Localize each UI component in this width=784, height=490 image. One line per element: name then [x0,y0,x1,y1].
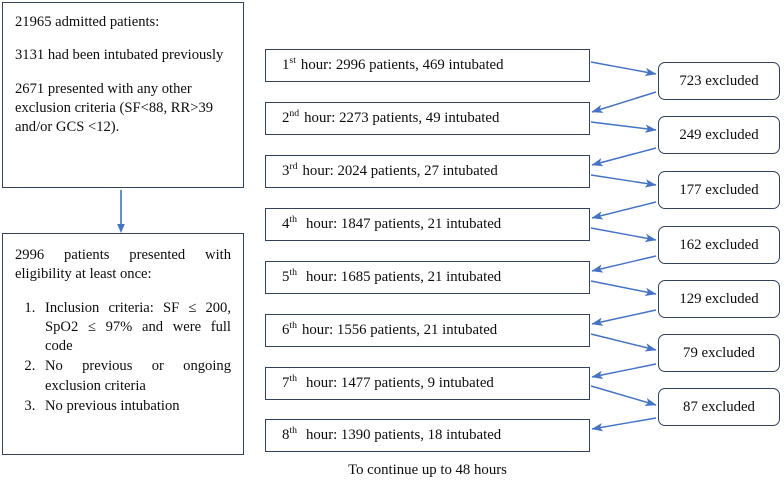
excluded-box-1: 723 excluded [658,62,780,100]
arrow-hour4-to-excluded4 [590,227,657,243]
arrow-excluded6-to-hour7 [591,363,657,379]
arrow-excluded2-to-hour3 [591,147,657,167]
hour-ordinal-6: 6th [282,320,297,338]
arrow-excluded5-to-hour6 [591,309,657,326]
hour-ordinal-suffix: th [289,214,297,226]
hour-ordinal-suffix: nd [289,108,300,120]
hour-ordinal-2: 2nd [282,108,300,126]
arrow-hour7-to-excluded7 [590,385,657,407]
hour-ordinal-suffix: th [289,320,297,332]
excluded-label-7: 87 excluded [683,398,755,415]
arrow-excluded4-to-hour5 [591,255,657,273]
hour-ordinal-8: 8th [282,425,297,443]
footer-caption: To continue up to 48 hours [348,462,507,478]
list-item: No previous intubation [39,397,231,416]
excluded-box-2: 249 excluded [658,116,780,154]
excluded-box-3: 177 excluded [658,171,780,209]
list-item: Inclusion criteria: SF ≤ 200, SpO2 ≤ 97%… [39,299,231,357]
hour-ordinal-5: 5th [282,267,297,285]
excluded-label-1: 723 excluded [679,72,759,89]
hour-text-6: hour: 1556 patients, 21 intubated [302,322,498,338]
arrow-excluded7-to-hour8 [591,417,657,432]
hour-ordinal-3: 3rd [282,161,298,179]
arrow-excluded3-to-hour4 [591,201,657,220]
hour-text-7: hour: 1477 patients, 9 intubated [306,375,494,391]
excluded-box-7: 87 excluded [658,388,780,426]
hour-ordinal-7: 7th [282,373,297,391]
hour-text-3: hour: 2024 patients, 27 intubated [302,163,498,179]
down-arrow-icon [117,190,125,233]
excluded-box-6: 79 excluded [658,334,780,372]
hour-box-4: 4th hour: 1847 patients, 21 intubated [265,208,590,241]
eligible-patients-lead: 2996 patients presented with eligibility… [15,247,231,283]
hour-box-1: 1st hour: 2996 patients, 469 intubated [265,49,590,82]
arrow-hour2-to-excluded2 [590,121,657,133]
admitted-patients-box: 21965 admitted patients: 3131 had been i… [2,2,244,188]
arrow-excluded1-to-hour2 [591,91,657,113]
hour-ordinal-4: 4th [282,214,297,232]
admitted-patients-line-3: 2671 presented with any other exclusion … [15,80,214,136]
eligibility-criteria-list: Inclusion criteria: SF ≤ 200, SpO2 ≤ 97%… [15,299,231,418]
hour-ordinal-suffix: th [289,373,297,385]
excluded-label-6: 79 excluded [683,344,755,361]
excluded-box-4: 162 excluded [658,226,780,264]
excluded-label-2: 249 excluded [679,126,759,143]
hour-box-5: 5th hour: 1685 patients, 21 intubated [265,261,590,294]
excluded-label-3: 177 excluded [679,181,759,198]
admitted-patients-line-1: 21965 admitted patients: [15,14,160,30]
arrow-hour1-to-excluded1 [590,61,657,77]
excluded-label-5: 129 excluded [679,290,759,307]
hour-box-6: 6th hour: 1556 patients, 21 intubated [265,314,590,347]
excluded-box-5: 129 excluded [658,280,780,318]
hour-box-8: 8th hour: 1390 patients, 18 intubated [265,419,590,452]
arrow-hour6-to-excluded6 [590,333,657,352]
hour-box-7: 7th hour: 1477 patients, 9 intubated [265,367,590,400]
list-item: No previous or ongoing exclusion criteri… [39,357,231,396]
hour-ordinal-suffix: rd [289,161,298,173]
hour-text-5: hour: 1685 patients, 21 intubated [306,269,502,285]
excluded-label-4: 162 excluded [679,236,759,253]
admitted-patients-line-2: 3131 had been intubated previously [15,47,224,64]
hour-ordinal-suffix: th [289,267,297,279]
hour-ordinal-suffix: th [289,425,297,437]
arrow-hour5-to-excluded5 [590,280,657,297]
eligible-patients-box: 2996 patients presented with eligibility… [2,233,244,455]
hour-text-1: hour: 2996 patients, 469 intubated [300,57,504,73]
hour-text-8: hour: 1390 patients, 18 intubated [306,427,502,443]
hour-text-4: hour: 1847 patients, 21 intubated [306,216,502,232]
hour-ordinal-suffix: st [289,55,296,67]
arrow-hour3-to-excluded3 [590,174,657,188]
hour-ordinal-1: 1st [282,55,296,73]
hour-text-2: hour: 2273 patients, 49 intubated [304,110,500,126]
